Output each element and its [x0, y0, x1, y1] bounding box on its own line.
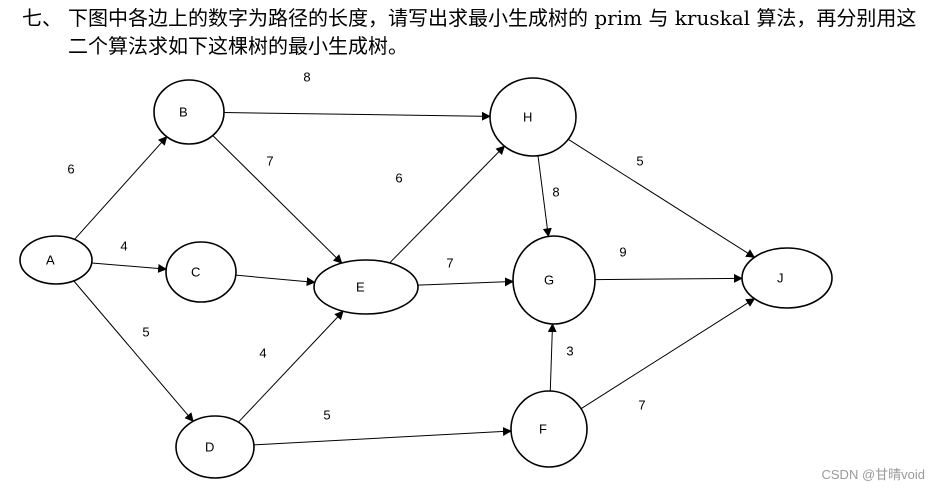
edge-A-D	[73, 280, 194, 423]
edge-F-G	[547, 323, 557, 392]
node-H-label: H	[523, 109, 532, 124]
node-E-shape	[313, 259, 419, 315]
edge-weight-F-G: 3	[566, 343, 573, 358]
edge-G-J	[594, 273, 743, 283]
edge-weight-H-G: 8	[552, 184, 559, 199]
node-C-shape	[165, 241, 237, 303]
node-E: E	[313, 259, 419, 315]
edge-C-E	[235, 274, 316, 287]
node-A-label: A	[46, 252, 55, 267]
node-B: B	[153, 79, 225, 145]
node-F-label: F	[539, 421, 547, 436]
node-H: H	[489, 77, 577, 157]
edge-E-H	[389, 145, 506, 264]
node-J-shape	[741, 247, 833, 309]
edge-H-J	[567, 138, 756, 258]
edge-weight-D-F: 5	[323, 407, 330, 422]
edge-weight-B-E: 7	[266, 153, 273, 168]
edge-weight-H-J: 5	[636, 153, 643, 168]
node-G-shape	[512, 235, 596, 325]
edge-H-G	[537, 155, 552, 238]
edge-A-B	[74, 136, 168, 240]
node-D-label: D	[205, 439, 214, 454]
edge-F-J	[580, 298, 756, 410]
node-D-shape	[175, 415, 255, 479]
node-B-shape	[153, 79, 225, 145]
node-G-label: G	[544, 272, 554, 287]
node-C: C	[165, 241, 237, 303]
edge-D-F	[253, 426, 512, 446]
node-C-label: C	[191, 264, 200, 279]
node-D: D	[175, 415, 255, 479]
node-H-shape	[489, 77, 577, 157]
question-text: 下图中各边上的数字为路径的长度，请写出求最小生成树的 prim 与 kruska…	[68, 6, 917, 58]
watermark: CSDN @甘晴void	[821, 467, 926, 482]
node-E-label: E	[356, 279, 365, 294]
edge-weight-D-E: 4	[259, 345, 266, 360]
node-A: A	[19, 235, 93, 285]
node-A-shape	[19, 235, 93, 285]
edge-weight-E-H: 6	[395, 170, 402, 185]
edge-weight-B-H: 8	[303, 69, 310, 84]
edge-weight-A-B: 6	[67, 161, 74, 176]
node-G: G	[512, 235, 596, 325]
node-F-shape	[510, 390, 588, 468]
edge-weight-E-G: 7	[446, 255, 453, 270]
edge-weight-F-J: 7	[638, 397, 645, 412]
node-F: F	[510, 390, 588, 468]
edge-weight-G-J: 9	[619, 244, 626, 259]
edge-B-H	[223, 111, 491, 121]
node-J: J	[741, 247, 833, 309]
node-B-label: B	[179, 104, 188, 119]
edge-A-C	[91, 262, 168, 273]
question-number: 七、	[22, 6, 62, 30]
edge-weight-A-D: 5	[142, 324, 149, 339]
node-J-label: J	[777, 270, 784, 285]
edge-B-E	[212, 135, 343, 264]
edge-weight-A-C: 4	[120, 238, 127, 253]
edge-E-G	[417, 277, 514, 287]
edge-D-E	[238, 310, 344, 423]
